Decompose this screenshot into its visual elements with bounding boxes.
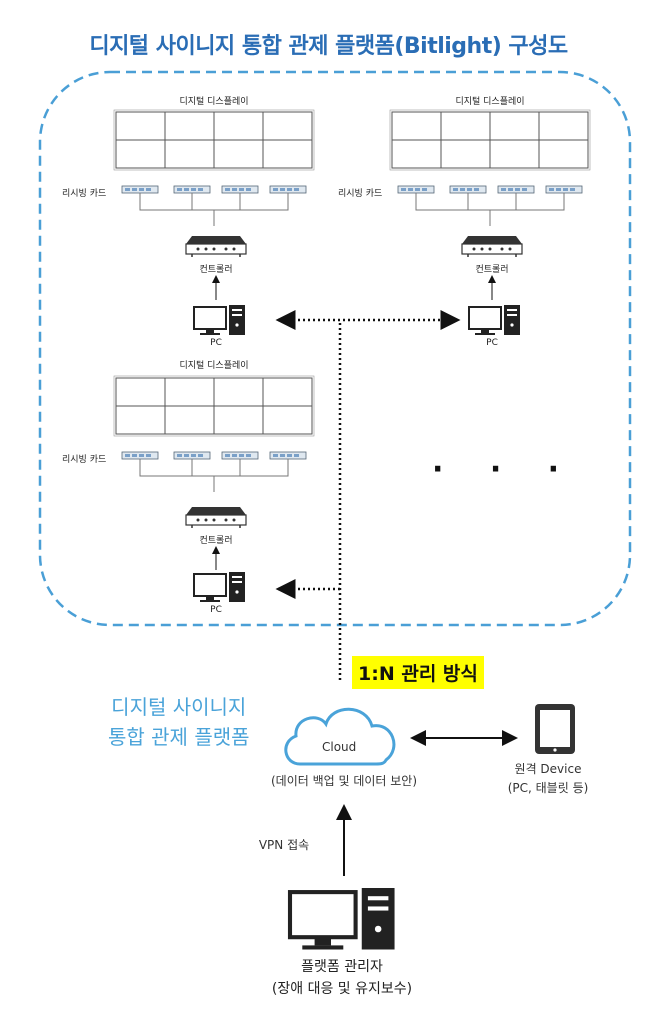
display-wall [113, 375, 315, 437]
signage-group-boundary [38, 70, 632, 627]
signage-unit-3 [113, 375, 315, 603]
display-label: 디지털 디스플레이 [179, 361, 249, 371]
signage-unit-2 [389, 109, 591, 336]
platform-name: 디지털 사이니지 통합 관제 플랫폼 [108, 692, 250, 752]
controller-label: 컨트롤러 [199, 265, 233, 275]
more-units-indicator: · · · [432, 452, 578, 487]
signage-unit-1 [113, 109, 315, 336]
display-label: 디지털 디스플레이 [179, 97, 249, 107]
remote-device-label: 원격 Device (PC, 태블릿 등) [508, 760, 589, 798]
pc-icon [193, 304, 246, 336]
platform-name-line1: 디지털 사이니지 [111, 695, 247, 719]
controller-icon [185, 506, 247, 529]
pc-label: PC [210, 338, 222, 348]
controller-label: 컨트롤러 [199, 536, 233, 546]
pc-icon [193, 571, 246, 603]
cloud-icon [284, 707, 396, 766]
display-wall [389, 109, 591, 171]
pc-label: PC [210, 605, 222, 615]
admin-label-line2: (장애 대응 및 유지보수) [271, 981, 413, 997]
admin-pc-icon [287, 888, 395, 950]
page-title: 디지털 사이니지 통합 관제 플랫폼(Bitlight) 구성도 [89, 34, 568, 59]
remote-device-line2: (PC, 태블릿 등) [507, 781, 589, 795]
vpn-label: VPN 접속 [258, 838, 310, 852]
remote-device-line1: 원격 Device [514, 762, 582, 776]
receiver-label: 리시빙 카드 [62, 189, 107, 199]
cloud-caption: (데이터 백업 및 데이터 보안) [270, 774, 418, 788]
controller-icon [185, 235, 247, 258]
admin-label: 플랫폼 관리자 (장애 대응 및 유지보수) [272, 956, 412, 1000]
pc-label: PC [486, 338, 498, 348]
controller-label: 컨트롤러 [475, 265, 509, 275]
tablet-icon [535, 704, 575, 754]
management-ratio-label: 1:N 관리 방식 [352, 656, 484, 689]
pc-icon [468, 304, 521, 336]
cloud-label: Cloud [322, 740, 357, 754]
receiver-label: 리시빙 카드 [62, 455, 107, 465]
controller-icon [461, 235, 523, 258]
display-wall [113, 109, 315, 171]
admin-label-line1: 플랫폼 관리자 [301, 959, 383, 975]
receiver-label: 리시빙 카드 [338, 189, 383, 199]
display-label: 디지털 디스플레이 [455, 97, 525, 107]
platform-name-line2: 통합 관제 플랫폼 [108, 725, 250, 749]
